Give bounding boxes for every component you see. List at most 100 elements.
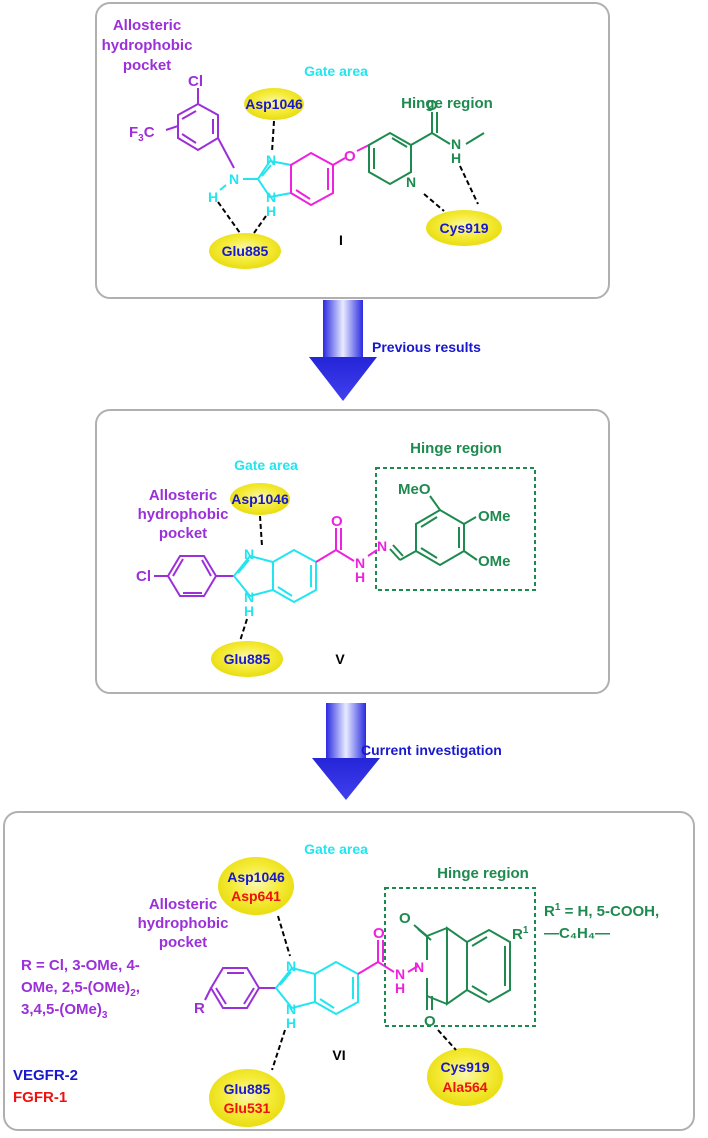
allosteric-label-line3: pocket [159, 934, 207, 951]
atom-imidazole-n1: N [286, 1001, 296, 1017]
hinge-region-label: Hinge region [410, 440, 502, 457]
residue-asp1046: Asp1046 [231, 491, 289, 507]
atom-carbonyl-o: O [331, 513, 343, 530]
atom-ome-4: OMe [478, 508, 511, 525]
hinge-region-box [375, 467, 536, 591]
atom-imidazole-h: H [266, 203, 276, 219]
atom-imide-o-top: O [399, 910, 411, 927]
chlorotrifluoromethylphenyl-ring [165, 88, 235, 169]
atom-amide-h: H [451, 150, 461, 166]
residue-glu885-blob [209, 233, 281, 269]
residue-asp1046: Asp1046 [227, 869, 285, 885]
pyridine-carboxamide [368, 112, 485, 186]
arrow-current-investigation: Current investigation [312, 703, 502, 800]
arrow-previous-results: Previous results [309, 300, 481, 401]
allosteric-label-line2: hydrophobic [138, 506, 229, 523]
gate-area-label: Gate area [304, 63, 368, 79]
r-substituents-line3: 3,4,5-(OMe)3 [21, 1001, 108, 1021]
r1-substituents-line2: —C₄H₄— [544, 925, 610, 942]
allosteric-label-line2: hydrophobic [102, 37, 193, 54]
atom-hydrazide-h: H [355, 569, 365, 585]
atom-r1: R1 [512, 925, 529, 943]
atom-cl: Cl [136, 568, 151, 585]
benzimidazole-core [274, 960, 359, 1016]
atom-cf3: F3C [129, 124, 155, 144]
arrow-1-shaft [323, 300, 363, 357]
residue-glu885-blob [211, 641, 283, 677]
compound-label-I: I [339, 232, 343, 248]
hydrogen-bonds-panel-3 [271, 915, 457, 1071]
residue-asp1046-blob [244, 88, 304, 120]
residue-cys919: Cys919 [439, 220, 488, 236]
residue-glu885: Glu885 [222, 243, 269, 259]
atom-imidazole-n3: N [244, 546, 254, 562]
residue-cys919: Cys919 [440, 1059, 489, 1075]
atom-carbonyl-o: O [373, 925, 385, 942]
compound-label-VI: VI [332, 1047, 345, 1063]
residue-asp-blob [218, 857, 294, 915]
atom-amide-n: N [395, 966, 405, 982]
arrow-2-head [312, 758, 380, 800]
atom-amide-n: N [451, 136, 461, 152]
legend-fgfr1: FGFR-1 [13, 1089, 67, 1106]
residue-glu-blob [209, 1069, 285, 1127]
atom-amide-h: H [395, 980, 405, 996]
benzimidazole-benzene-ring [290, 144, 370, 207]
hinge-region-label: Hinge region [401, 95, 493, 112]
hinge-region-label: Hinge region [437, 865, 529, 882]
atom-pyridine-n: N [406, 174, 416, 190]
atom-imidazole-h: H [286, 1015, 296, 1031]
residue-asp641: Asp641 [231, 888, 281, 904]
panel-compound-I: Allosteric hydrophobic pocket Gate area … [95, 2, 610, 299]
residue-glu885: Glu885 [224, 1081, 271, 1097]
allosteric-label-line2: hydrophobic [138, 915, 229, 932]
amide-phthalimide-linker [357, 940, 419, 975]
carbohydrazide-linker [315, 528, 378, 563]
legend-vegfr2: VEGFR-2 [13, 1067, 78, 1084]
hydrogen-bonds-panel-1 [217, 120, 479, 234]
current-investigation-label: Current investigation [361, 742, 502, 758]
panel-3-frame [3, 811, 695, 1131]
atom-imide-o-bottom: O [424, 1013, 436, 1030]
residue-ala564: Ala564 [442, 1079, 487, 1095]
residue-cys919-blob [426, 210, 502, 246]
atom-hydrazide-n: N [355, 555, 365, 571]
residue-glu531: Glu531 [224, 1100, 271, 1116]
trimethoxyphenyl-ring [389, 495, 478, 567]
atom-imide-n: N [414, 959, 424, 975]
gate-area-label: Gate area [304, 841, 368, 857]
hydrogen-bonds-panel-2 [239, 515, 263, 642]
compound-label-V: V [335, 651, 345, 667]
atom-imidazole-h: H [244, 603, 254, 619]
allosteric-label-line1: Allosteric [149, 896, 217, 913]
residue-cys-ala-blob [427, 1048, 503, 1106]
atom-imidazole-n3: N [286, 958, 296, 974]
r-substituents-line1: R = Cl, 3-OMe, 4- [21, 957, 140, 974]
residue-glu885: Glu885 [224, 651, 271, 667]
allosteric-label-line1: Allosteric [113, 17, 181, 34]
panel-compound-VI: Gate area Hinge region Allosteric hydrop… [3, 811, 695, 1131]
residue-asp1046: Asp1046 [245, 96, 303, 112]
atom-imine-n: N [377, 538, 387, 554]
r-substituents-line2: OMe, 2,5-(OMe)2, [21, 979, 140, 999]
panel-compound-V: Gate area Allosteric hydrophobic pocket … [95, 409, 610, 694]
atom-amine-h: H [208, 189, 218, 205]
atom-r: R [194, 1000, 205, 1017]
r1-substituents-line1: R1 = H, 5-COOH, [544, 902, 659, 920]
allosteric-label-line1: Allosteric [149, 487, 217, 504]
atom-amine-n: N [229, 171, 239, 187]
benzimidazole-core [232, 548, 317, 604]
atom-imidazole-n1: N [244, 589, 254, 605]
atom-imidazole-n3: N [266, 152, 276, 168]
arrow-2-shaft [326, 703, 366, 758]
arrow-1-head [309, 357, 377, 401]
atom-ether-o: O [344, 148, 356, 165]
hinge-region-box [384, 887, 536, 1027]
allosteric-label-line3: pocket [123, 57, 171, 74]
allosteric-label-line3: pocket [159, 525, 207, 542]
chlorophenyl-ring [154, 555, 234, 597]
previous-results-label: Previous results [372, 339, 481, 355]
atom-cl: Cl [188, 73, 203, 90]
atom-amide-o: O [426, 97, 438, 114]
